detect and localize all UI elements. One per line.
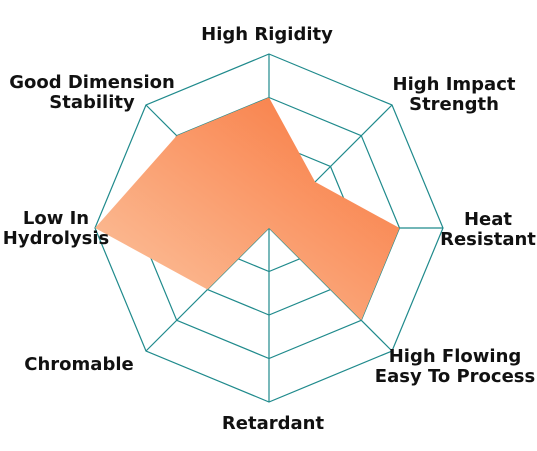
axis-label-2-line-1: High Impact: [393, 74, 516, 95]
axis-label-3-line-2: Resistant: [440, 229, 536, 250]
data-polygon: [95, 97, 400, 321]
axis-label-4-line-1: High Flowing: [389, 346, 522, 367]
axis-label-8-line-1: Good Dimension: [9, 72, 175, 93]
axis-label-1-line-1: High Rigidity: [201, 24, 333, 45]
axis-label-3-line-1: Heat: [464, 209, 512, 230]
axis-label-1: High Rigidity: [201, 24, 333, 45]
axis-label-8-line-2: Stability: [49, 92, 135, 113]
axis-label-6: Chromable: [24, 354, 133, 375]
axis-label-7-line-1: Low In: [23, 208, 89, 229]
axis-label-5-line-1: Retardant: [222, 413, 325, 434]
axis-label-6-line-1: Chromable: [24, 354, 133, 375]
axis-label-2-line-2: Strength: [409, 94, 499, 115]
axis-label-7-line-2: Hydrolysis: [3, 228, 109, 249]
radar-data-area: [95, 97, 400, 321]
axis-label-5: Retardant: [222, 413, 325, 434]
axis-label-4-line-2: Easy To Process: [375, 366, 535, 387]
